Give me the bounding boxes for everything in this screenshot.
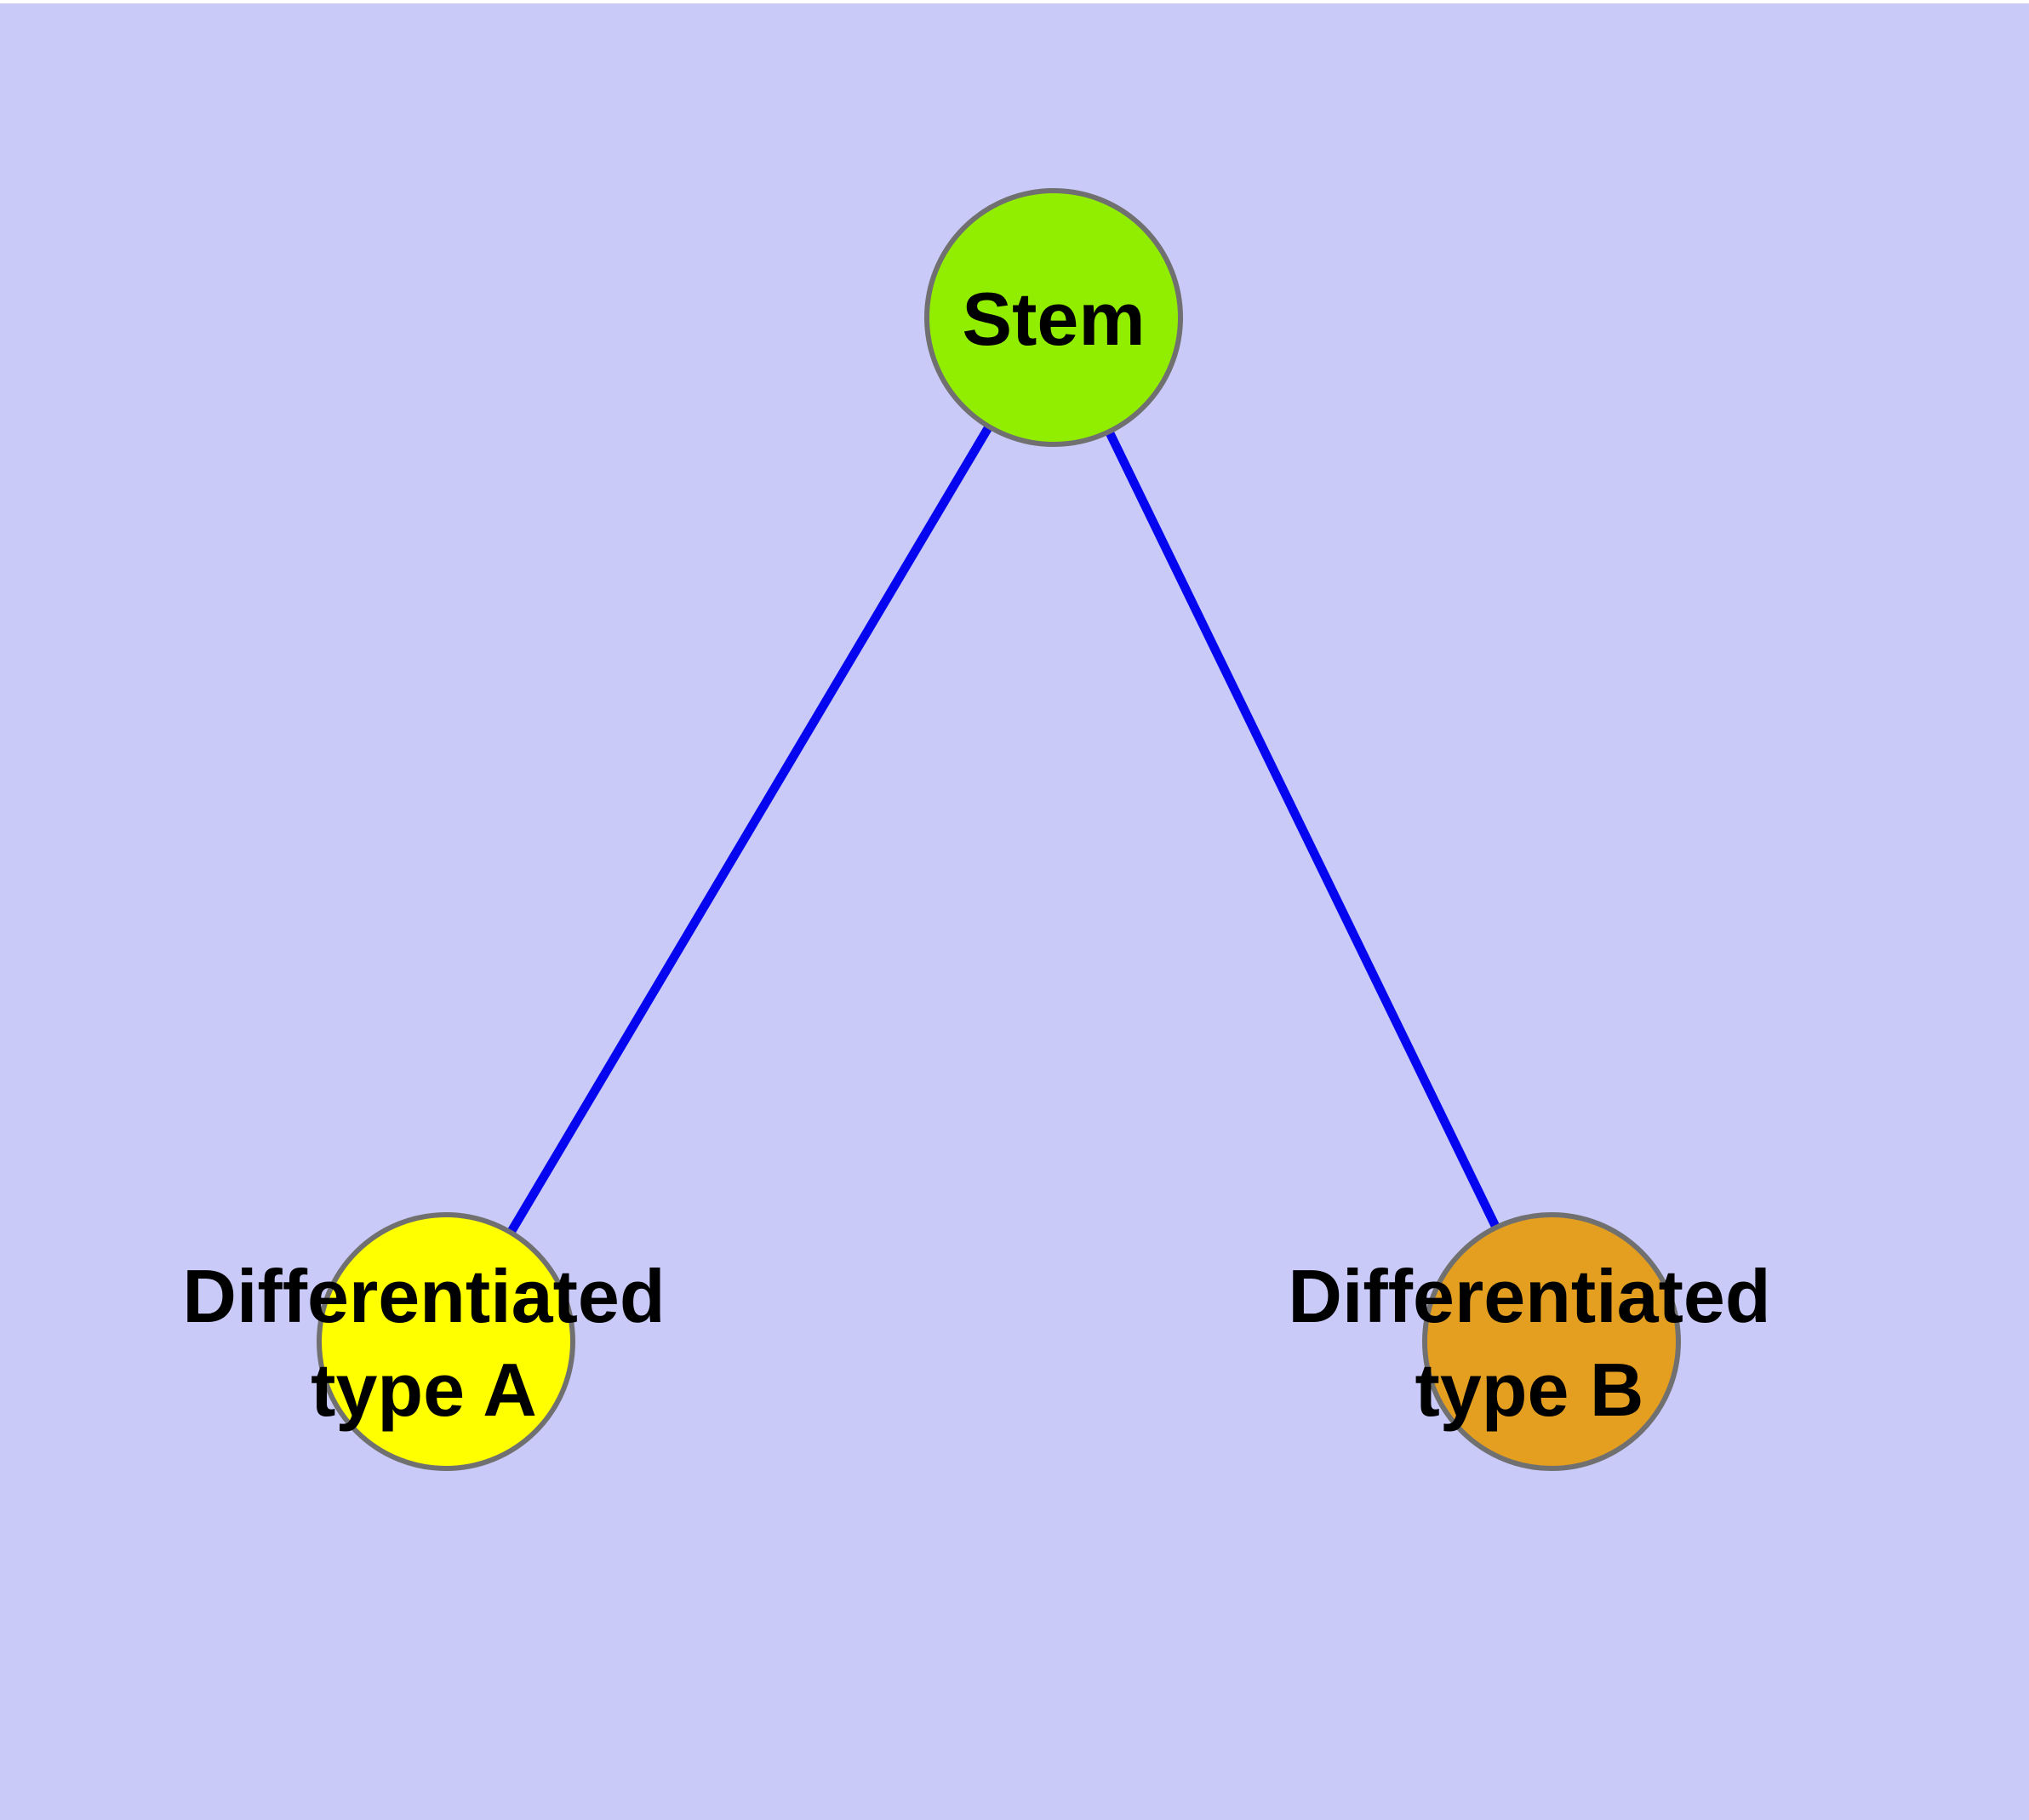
- node-label-differentiated-type-b: Differentiated type B: [1288, 1254, 1771, 1432]
- top-edge-strip: [0, 0, 2029, 3]
- edge-stem-to-type-a: [441, 312, 1059, 1347]
- edge-stem-to-type-b: [1049, 312, 1557, 1347]
- node-circle-stem: [924, 188, 1183, 447]
- node-label-differentiated-type-a: Differentiated type A: [182, 1254, 666, 1432]
- node-circle-differentiated-type-b: [1422, 1212, 1681, 1471]
- node-circle-differentiated-type-a: [317, 1212, 575, 1471]
- node-label-stem: Stem: [962, 277, 1146, 361]
